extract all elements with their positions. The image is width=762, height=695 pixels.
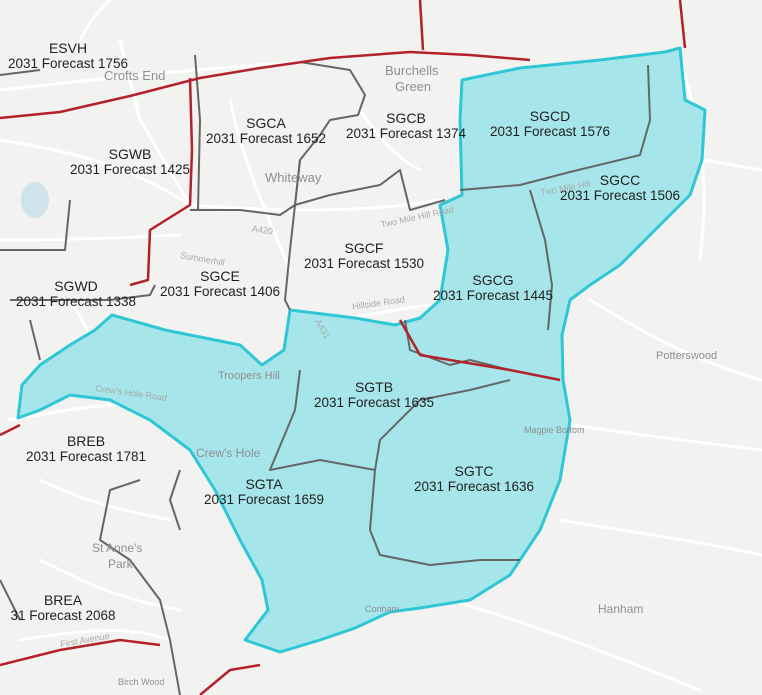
place-crofts-end: Crofts End — [104, 68, 166, 83]
zone-forecast: 2031 Forecast 1635 — [313, 395, 435, 410]
zone-code: SGTC — [454, 463, 494, 479]
zone-code: SGCE — [200, 268, 240, 284]
zone-forecast: 2031 Forecast 1338 — [15, 294, 137, 309]
zone-label-sgcb[interactable]: SGCB 2031 Forecast 1374 — [336, 110, 476, 142]
zone-code: SGCD — [529, 108, 571, 124]
place-park: Park — [108, 557, 133, 571]
pond — [21, 182, 49, 218]
zone-code: SGCF — [344, 240, 384, 256]
place-birch-wood: Birch Wood — [118, 677, 165, 687]
zone-label-sgcf[interactable]: SGCF 2031 Forecast 1530 — [294, 240, 434, 272]
zone-label-brea[interactable]: BREA 31 Forecast 2068 — [0, 592, 126, 624]
place-crews-hole: Crew's Hole — [196, 446, 261, 460]
zone-label-sgtb[interactable]: SGTB 2031 Forecast 1635 — [304, 379, 444, 411]
place-magpie-bottom: Magpie Bottom — [524, 425, 585, 435]
zone-label-sgce[interactable]: SGCE 2031 Forecast 1406 — [150, 268, 290, 300]
zone-label-sgwb[interactable]: SGWB 2031 Forecast 1425 — [60, 146, 200, 178]
zone-forecast: 2031 Forecast 1374 — [345, 126, 467, 141]
zone-label-esvh[interactable]: ESVH 2031 Forecast 1756 — [0, 40, 136, 72]
zone-forecast: 2031 Forecast 1576 — [489, 124, 611, 139]
place-st-annes: St Anne's — [92, 541, 143, 555]
zone-label-sgca[interactable]: SGCA 2031 Forecast 1652 — [196, 115, 336, 147]
zone-forecast: 2031 Forecast 1756 — [7, 56, 129, 71]
zone-forecast: 31 Forecast 2068 — [10, 608, 116, 623]
zone-label-sgcc[interactable]: SGCC 2031 Forecast 1506 — [550, 172, 690, 204]
zone-label-sgcg[interactable]: SGCG 2031 Forecast 1445 — [423, 272, 563, 304]
zone-code: SGCC — [599, 172, 641, 188]
place-potterswood: Potterswood — [656, 350, 718, 362]
place-whiteway: Whiteway — [265, 170, 322, 185]
zone-label-sgwd[interactable]: SGWD 2031 Forecast 1338 — [8, 278, 144, 310]
zone-label-sgta[interactable]: SGTA 2031 Forecast 1659 — [194, 476, 334, 508]
place-hanham: Hanham — [598, 602, 644, 616]
place-conham: Conham — [365, 604, 400, 614]
zone-code: SGCG — [472, 272, 514, 288]
zone-forecast: 2031 Forecast 1781 — [25, 449, 147, 464]
zone-label-sgtc[interactable]: SGTC 2031 Forecast 1636 — [404, 463, 544, 495]
zone-forecast: 2031 Forecast 1659 — [203, 492, 325, 507]
place-burchells: Burchells — [385, 63, 439, 78]
zone-code: SGCA — [246, 115, 286, 131]
ward-boundaries — [0, 54, 651, 695]
zone-forecast: 2031 Forecast 1506 — [559, 188, 681, 203]
place-green: Green — [395, 79, 432, 94]
zone-label-breb[interactable]: BREB 2031 Forecast 1781 — [18, 433, 154, 465]
zone-label-sgcd[interactable]: SGCD 2031 Forecast 1576 — [480, 108, 620, 140]
zone-forecast: 2031 Forecast 1425 — [69, 162, 191, 177]
zone-forecast: 2031 Forecast 1652 — [205, 131, 327, 146]
zone-code: SGCB — [386, 110, 426, 126]
zone-code: BREA — [43, 592, 83, 608]
zone-forecast: 2031 Forecast 1406 — [159, 284, 281, 299]
zone-code: ESVH — [48, 40, 88, 56]
zone-forecast: 2031 Forecast 1530 — [303, 256, 425, 271]
major-boundaries — [0, 0, 687, 695]
zone-code: SGWB — [108, 146, 152, 162]
zone-forecast: 2031 Forecast 1636 — [413, 479, 535, 494]
zone-code: SGTA — [245, 476, 283, 492]
place-troopers-hill: Troopers Hill — [218, 370, 280, 382]
zone-code: SGTB — [354, 379, 394, 395]
zone-code: SGWD — [54, 278, 98, 294]
zone-code: BREB — [66, 433, 106, 449]
zone-forecast: 2031 Forecast 1445 — [432, 288, 554, 303]
